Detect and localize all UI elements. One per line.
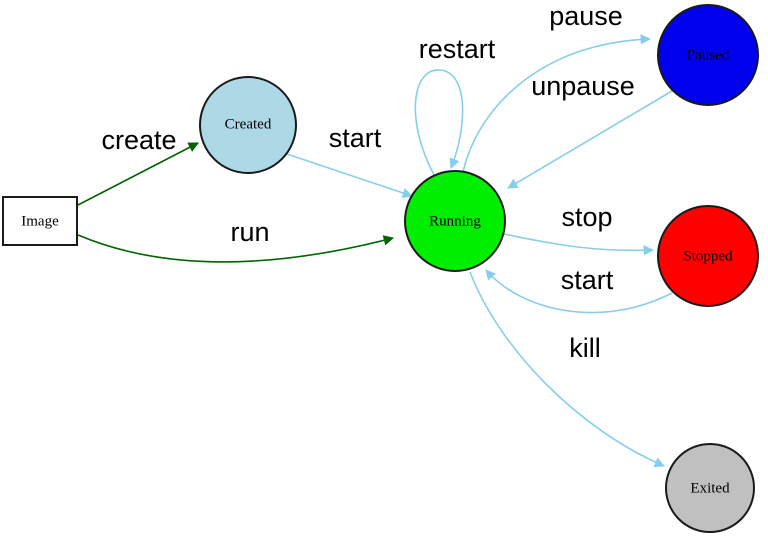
edges-layer [77,34,673,468]
edge-unpause[interactable] [507,90,673,189]
node-created-label: Created [225,116,272,132]
nodes-layer: Image Created Running Paused Stopped [2,4,759,533]
edge-restart[interactable] [414,69,464,176]
node-paused[interactable]: Paused [657,4,759,106]
node-paused-label: Paused [687,47,730,63]
edge-label-restart: restart [419,34,496,64]
node-paused-circle [657,4,759,106]
node-exited[interactable]: Exited [665,443,755,533]
node-image-label: Image [21,213,59,229]
edge-label-stop: stop [561,202,612,232]
edge-kill[interactable] [469,271,665,468]
edge-label-kill: kill [569,333,601,363]
node-image[interactable]: Image [2,196,78,246]
node-running-circle [404,170,506,272]
node-created-circle [199,76,297,174]
node-exited-circle [665,443,755,533]
edge-label-create: create [101,125,176,155]
edge-stop[interactable] [503,233,655,256]
node-created[interactable]: Created [199,76,297,174]
edge-label-pause: pause [549,1,623,31]
node-stopped[interactable]: Stopped [657,205,759,307]
node-exited-label: Exited [690,480,730,496]
edge-start-stopped[interactable] [485,269,673,314]
node-running[interactable]: Running [404,170,506,272]
edge-labels-layer: create run start restart pause unpause s… [101,1,634,363]
node-image-rect [2,196,78,246]
edge-label-start-stopped: start [561,265,614,295]
edge-label-run: run [230,217,269,247]
node-stopped-circle [657,205,759,307]
node-running-label: Running [429,213,481,229]
edge-create[interactable] [77,142,199,206]
edge-start-created[interactable] [286,153,413,198]
edge-label-unpause: unpause [531,71,635,101]
edge-run[interactable] [77,234,395,263]
node-stopped-label: Stopped [683,248,733,264]
edge-pause[interactable] [462,34,652,173]
edge-label-start-created: start [329,123,382,153]
